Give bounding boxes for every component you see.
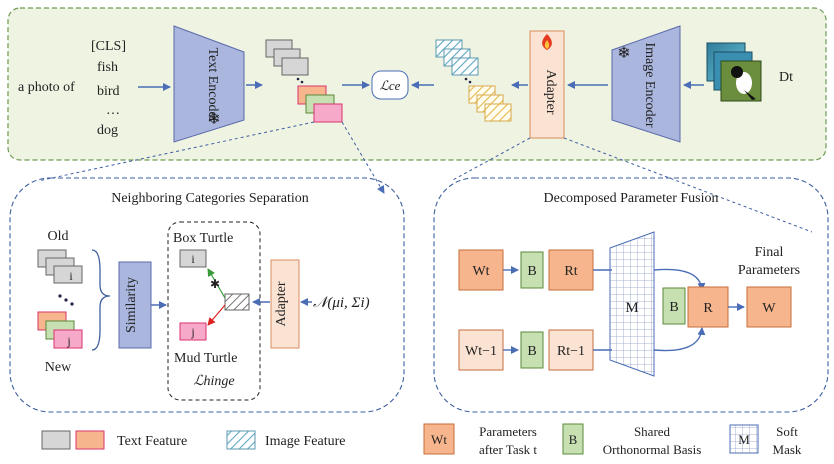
box-turtle-feature — [179, 249, 207, 268]
adapter-ncs-label: Adapter — [274, 281, 289, 326]
arrow-mask-to-r-top — [653, 268, 706, 291]
image-feature-stack — [435, 39, 512, 122]
soft-mask — [609, 231, 655, 377]
rt1-box — [548, 329, 594, 371]
class-cls: [CLS] — [91, 39, 126, 54]
image-feature-sample — [224, 293, 250, 311]
mask-label: M — [625, 300, 638, 316]
hinge-loss-label: ℒhinge — [193, 374, 234, 389]
dataset-label: Dt — [779, 70, 793, 85]
ncs-panel — [9, 177, 405, 413]
arrow-mask-to-r-bottom — [653, 327, 706, 352]
legend-shared-1: Shared — [634, 424, 671, 439]
b-label-2: B — [527, 344, 536, 359]
b-label-3: B — [669, 300, 678, 315]
class-bird: bird — [97, 84, 120, 99]
dpf-title: Decomposed Parameter Fusion — [544, 191, 719, 206]
mud-turtle-feature — [179, 322, 207, 341]
top-panel — [7, 7, 827, 161]
hinge-region — [167, 221, 261, 401]
ncs-title: Neighboring Categories Separation — [111, 191, 309, 206]
legend-text-feature-gray — [41, 430, 71, 450]
group-brace — [91, 249, 111, 351]
text-encoder — [173, 25, 245, 143]
class-dog: dog — [97, 123, 118, 138]
b-box-3 — [662, 287, 686, 325]
input-images — [706, 42, 762, 102]
legend-shared-2: Orthonormal Basis — [603, 442, 702, 457]
box-turtle-label: Box Turtle — [173, 231, 233, 246]
b-label-1: B — [527, 264, 536, 279]
pull-arrow — [207, 268, 226, 299]
legend-soft-2: Mask — [773, 442, 802, 457]
legend-text-feature-label: Text Feature — [117, 434, 187, 449]
legend-wt-swatch — [423, 423, 455, 455]
similarity-box — [118, 261, 152, 349]
final-label-1: Final — [755, 245, 784, 260]
similarity-label: Similarity — [124, 277, 139, 333]
zoom-line-dpf-left — [450, 137, 531, 182]
legend-image-feature-swatch — [226, 430, 256, 450]
old-label: Old — [48, 229, 69, 244]
mud-turtle-label: Mud Turtle — [174, 351, 237, 366]
old-feature-stack: i — [37, 249, 83, 284]
new-feature-j: j — [66, 334, 70, 348]
star-icon: ✱ — [210, 277, 220, 291]
adapter-ncs — [270, 259, 300, 349]
rt-box — [548, 249, 594, 291]
dots-icon — [58, 294, 74, 306]
b-box-1 — [520, 251, 544, 289]
legend-m-symbol: M — [738, 432, 750, 447]
r-box — [687, 286, 729, 328]
gaussian-label: 𝒩(μi, Σi) — [313, 295, 370, 311]
legend-b-swatch — [562, 423, 584, 455]
class-ellipsis: … — [106, 103, 120, 118]
final-label-2: Parameters — [738, 263, 800, 278]
fire-icon — [542, 34, 552, 50]
zoom-line-right — [341, 121, 385, 194]
rt-label: Rt — [564, 264, 577, 279]
wt-label: Wt — [472, 264, 489, 279]
w-label: W — [762, 301, 776, 316]
ce-loss-label: ℒce — [380, 78, 401, 93]
zoom-line-dpf-right — [563, 137, 813, 233]
legend-params-1: Parameters — [479, 424, 537, 439]
text-feature-stack — [265, 39, 343, 123]
legend-image-feature-label: Image Feature — [265, 434, 345, 449]
ce-loss-box — [371, 70, 409, 100]
snowflake-icon: ❄ — [207, 111, 220, 128]
snowflake-icon: ❄ — [617, 45, 630, 62]
wt1-box — [458, 329, 504, 371]
wt-box — [458, 249, 504, 291]
push-arrow — [207, 304, 226, 326]
w-box — [746, 286, 792, 328]
r-label: R — [703, 301, 713, 316]
legend-text-feature-color — [75, 430, 105, 450]
mud-turtle-feature-j: j — [190, 325, 194, 339]
legend-m-swatch — [729, 424, 759, 454]
new-feature-stack: j — [37, 311, 83, 349]
box-turtle-feature-i: i — [191, 252, 195, 266]
zoom-line-left — [37, 121, 315, 182]
legend-b-symbol: B — [569, 432, 578, 447]
image-encoder — [611, 25, 681, 143]
text-encoder-label: Text Encoder — [205, 48, 220, 123]
old-feature-i: i — [69, 269, 73, 283]
rt1-label: Rt−1 — [557, 344, 585, 359]
dpf-panel — [433, 177, 829, 413]
legend-wt-symbol: Wt — [431, 432, 447, 447]
adapter-top-label: Adapter — [543, 69, 558, 114]
wt1-label: Wt−1 — [465, 344, 497, 359]
class-fish: fish — [97, 60, 118, 75]
b-box-2 — [520, 331, 544, 369]
new-label: New — [45, 360, 72, 375]
prompt-text: a photo of — [18, 80, 75, 95]
legend-params-2: after Task t — [479, 442, 537, 457]
image-encoder-label: Image Encoder — [642, 42, 657, 127]
legend-soft-1: Soft — [776, 424, 798, 439]
